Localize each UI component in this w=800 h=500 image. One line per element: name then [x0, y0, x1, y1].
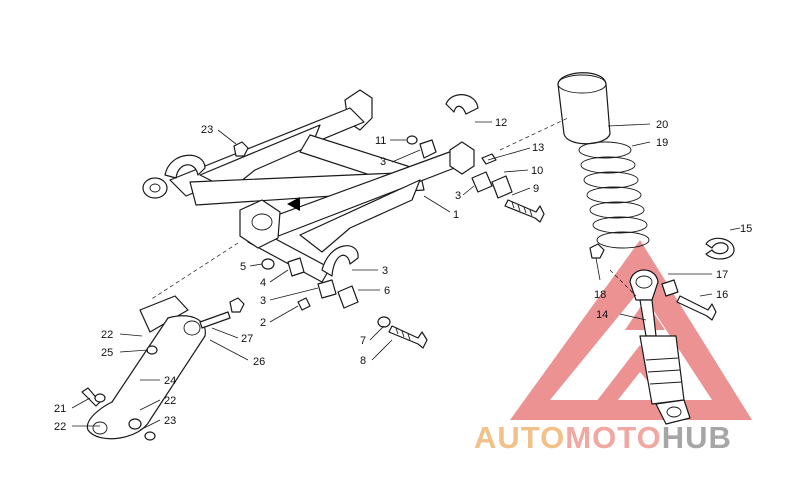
washer-22-lower-b: [128, 418, 142, 430]
bolt-26: [199, 311, 231, 329]
bushing-3-right: [471, 171, 493, 193]
callout-22-lower-left: 22: [54, 421, 66, 433]
left-front-pivot-bore: [149, 183, 161, 193]
central-bushing-bore: [251, 213, 273, 231]
bump-stop-20: [557, 72, 611, 145]
right-rear-pivot-boss: [449, 141, 475, 175]
coil-spring-19: [578, 141, 650, 249]
watermark-wordmark: AUTOMOTOHUB: [474, 420, 732, 455]
main-cross-tube: [189, 171, 425, 206]
bushing-3-lower: [317, 279, 337, 299]
shock-bottom-mount: [655, 399, 691, 425]
callout-labels: 23 12 11 13 3 10 3 9 1 5 4 3 3 6 2 7 8 2…: [54, 117, 752, 433]
callout-22-mount: 22: [101, 329, 113, 341]
callout-3-lower-left: 3: [260, 295, 266, 307]
callout-14: 14: [596, 309, 608, 321]
callout-2: 2: [260, 317, 266, 329]
bushing-3-upper: [419, 139, 437, 159]
bushing-17: [661, 279, 679, 297]
callout-20: 20: [656, 119, 668, 131]
nut-18: [589, 243, 605, 259]
left-front-pivot-boss: [142, 177, 168, 199]
nut-27: [229, 297, 245, 313]
callout-25: 25: [101, 347, 113, 359]
rear-pivot-hardware: [406, 94, 545, 223]
callout-19: 19: [656, 137, 668, 149]
bolt-9: [504, 199, 545, 223]
bolt-8-thread: [395, 327, 411, 341]
left-loop-bracket: [164, 154, 206, 179]
nut-23-lower: [144, 431, 156, 441]
washer-5: [261, 258, 275, 270]
watermark-logo: [510, 240, 752, 420]
bushing-6: [337, 285, 359, 309]
nut-23-upper: [233, 141, 249, 157]
callout-7: 7: [360, 335, 366, 347]
clip-15: [705, 237, 735, 260]
shock-top-mount: [629, 269, 659, 301]
lower-link-assembly: [81, 295, 245, 441]
callout-15: 15: [740, 223, 752, 235]
grease-fitting-2: [297, 297, 311, 311]
link-arm-24: [86, 315, 206, 440]
callout-11: 11: [375, 135, 386, 147]
bump-stop-top: [557, 74, 607, 94]
watermark-triangle-icon: [510, 240, 752, 420]
mount-bracket-22: [139, 295, 189, 333]
washer-22-lower-a: [94, 393, 106, 403]
shock-absorber: [557, 72, 735, 425]
shock-top-eye: [635, 275, 653, 289]
callout-27: 27: [241, 333, 253, 345]
callout-6: 6: [384, 285, 390, 297]
link-arm-lower-eye: [92, 421, 108, 435]
bolt-8: [388, 325, 428, 349]
callout-21: 21: [54, 403, 66, 415]
link-arm-eye: [183, 320, 201, 336]
callout-3-upper: 3: [380, 156, 386, 168]
callout-5: 5: [240, 261, 246, 273]
assembly-lines: [149, 117, 637, 301]
callout-1: 1: [453, 209, 459, 221]
callout-3-lower-right: 3: [382, 265, 388, 277]
swing-arm-assembly: [142, 89, 475, 283]
callout-23-lower: 23: [164, 415, 176, 427]
leader-lines: [71, 121, 741, 431]
callout-9: 9: [533, 183, 539, 195]
spacer-4: [287, 257, 305, 277]
nut-11: [406, 135, 418, 145]
callout-22-upper-right: 22: [164, 395, 176, 407]
direction-arrow-icon: [287, 197, 300, 211]
shock-body-rings: [645, 357, 683, 385]
callout-12: 12: [495, 117, 507, 129]
callout-3-right: 3: [455, 190, 461, 202]
callout-16: 16: [716, 289, 728, 301]
right-arm-gusset: [299, 179, 421, 253]
front-pivot-hardware: [261, 257, 428, 349]
bolt-16: [676, 295, 717, 321]
shock-bottom-eye: [666, 406, 682, 418]
watermark-text-auto: AUTO: [474, 420, 565, 455]
washer-25: [146, 345, 158, 355]
watermark-text-hub: HUB: [662, 420, 732, 455]
callout-17: 17: [716, 269, 728, 281]
sleeve-10: [491, 175, 513, 199]
washer-7: [377, 316, 391, 328]
callout-13: 13: [532, 142, 544, 154]
watermark-text-moto: MOTO: [565, 420, 661, 455]
right-loop-bracket: [321, 245, 359, 277]
callout-24: 24: [164, 375, 176, 387]
callout-26: 26: [253, 356, 265, 368]
bolt-9-thread: [511, 201, 533, 217]
callout-23-upper: 23: [201, 124, 213, 136]
callout-18: 18: [594, 289, 606, 301]
callout-4: 4: [260, 277, 266, 289]
callout-10: 10: [531, 165, 543, 177]
central-bushing-housing: [239, 199, 281, 249]
clamp-cap-12: [445, 94, 479, 115]
svg-text:AUTOMOTOHUB: AUTOMOTOHUB: [474, 420, 732, 455]
callout-8: 8: [360, 355, 366, 367]
grease-fitting-13: [481, 153, 497, 165]
